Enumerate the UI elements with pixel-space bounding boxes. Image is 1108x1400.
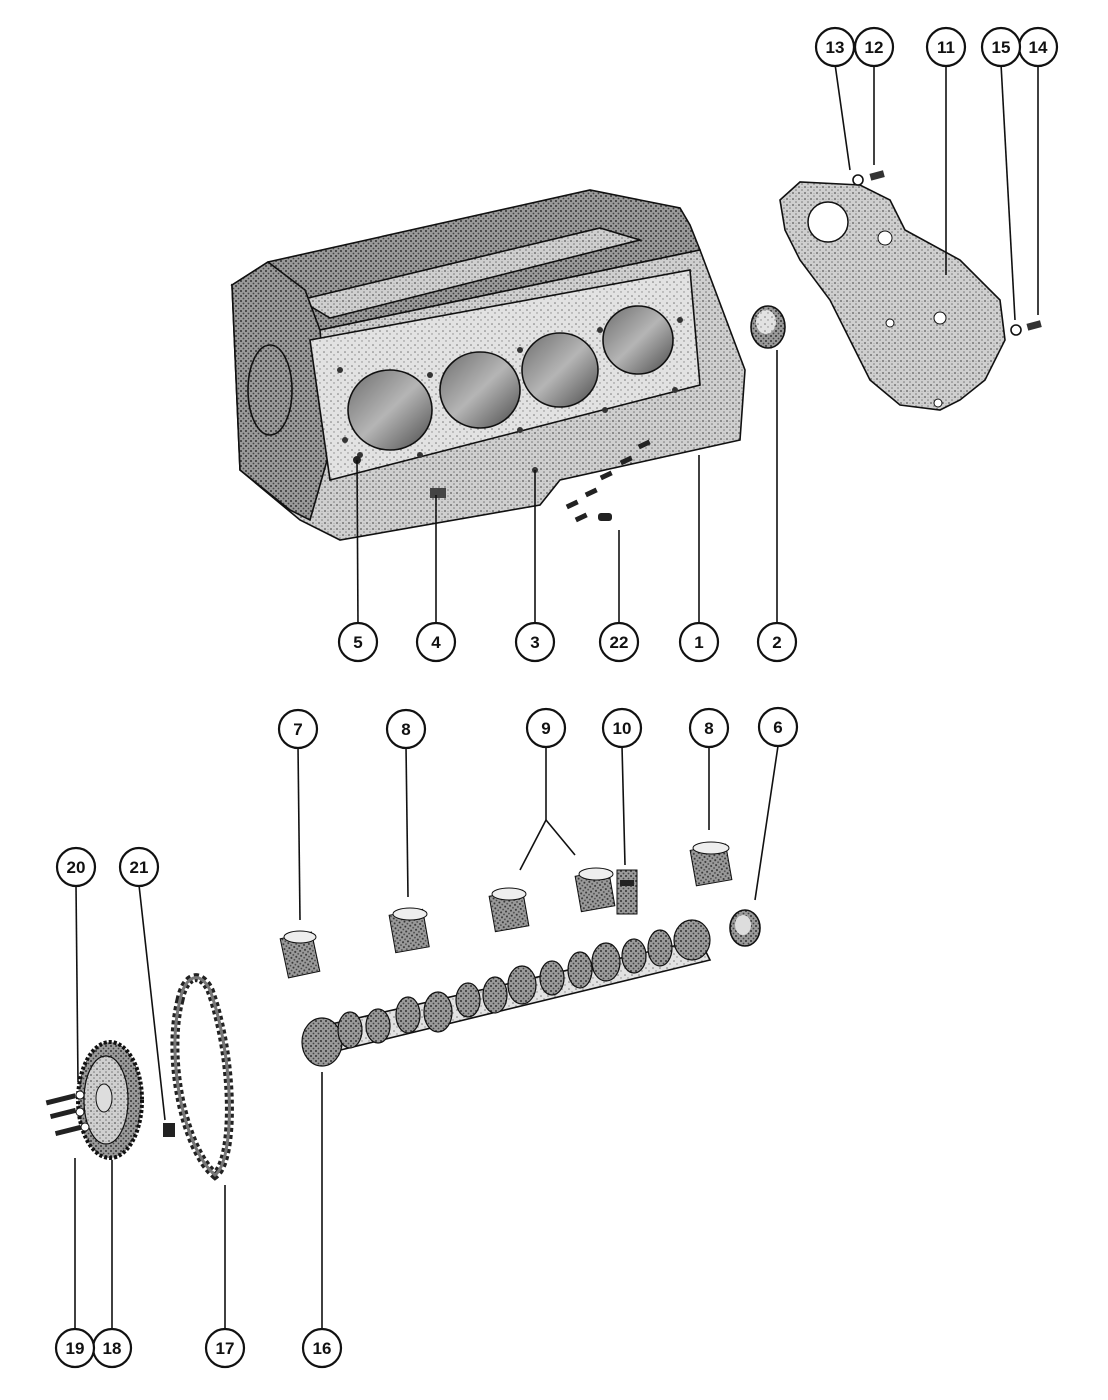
engine-block: [230, 189, 746, 541]
callout-5: 5: [337, 621, 379, 663]
sprocket-bolts: [45, 1090, 90, 1137]
callout-8-right-label: 8: [704, 719, 713, 738]
callout-10-label: 10: [613, 719, 632, 738]
callout-9-label: 9: [541, 719, 550, 738]
callout-2: 2: [756, 621, 798, 663]
camshaft-dowel: [163, 1123, 175, 1137]
callout-3-label: 3: [530, 633, 539, 652]
rear-plate-fasteners: [852, 170, 1042, 336]
callout-1-label: 1: [694, 633, 703, 652]
cam-bearing-2: [388, 907, 430, 954]
callout-7-label: 7: [293, 720, 302, 739]
timing-chain: [170, 973, 234, 1181]
callout-19: 19: [54, 1327, 96, 1369]
callout-17: 17: [204, 1327, 246, 1369]
callout-18: 18: [91, 1327, 133, 1369]
cam-bearings: [279, 841, 761, 979]
callout-13: 13: [814, 26, 856, 68]
callout-13-label: 13: [826, 38, 845, 57]
callout-8-right: 8: [688, 707, 730, 749]
callout-12: 12: [853, 26, 895, 68]
callout-1: 1: [678, 621, 720, 663]
callout-15: 15: [980, 26, 1022, 68]
cam-bearing-4: [574, 867, 616, 913]
callout-2-label: 2: [772, 633, 781, 652]
cam-bearing-3: [488, 887, 530, 933]
callout-20: 20: [55, 846, 97, 888]
callout-11-label: 11: [937, 38, 955, 57]
callout-15-label: 15: [992, 38, 1011, 57]
callout-21: 21: [118, 846, 160, 888]
callout-12-label: 12: [865, 38, 884, 57]
callout-14-label: 14: [1029, 38, 1048, 57]
camshaft-rear-plug: [729, 909, 761, 947]
camshaft: [301, 919, 712, 1067]
callout-8-left-label: 8: [401, 720, 410, 739]
cylinder-bores: [347, 305, 674, 451]
callout-6-label: 6: [773, 718, 782, 737]
cam-bearing-rear: [689, 841, 733, 887]
callout-5-label: 5: [353, 633, 362, 652]
callout-22: 22: [598, 621, 640, 663]
callout-9: 9: [525, 707, 567, 749]
leader-lines: [74, 63, 1039, 1330]
callout-4-label: 4: [431, 633, 441, 652]
oil-gallery-plugs: [565, 439, 651, 523]
callout-19-label: 19: [66, 1339, 85, 1358]
callout-16: 16: [301, 1327, 343, 1369]
callout-8-left: 8: [385, 708, 427, 750]
callout-11: 11: [925, 26, 967, 68]
cam-lifter: [616, 869, 638, 915]
callout-4: 4: [415, 621, 457, 663]
callout-6: 6: [757, 706, 799, 748]
camshaft-sprocket: [76, 1040, 144, 1160]
callout-10: 10: [601, 707, 643, 749]
expansion-plug: [750, 305, 786, 349]
callout-16-label: 16: [313, 1339, 332, 1358]
cam-bearing-front: [279, 930, 321, 979]
callout-18-label: 18: [103, 1339, 122, 1358]
engine-rear-plate: [779, 181, 1006, 411]
callout-14: 14: [1017, 26, 1059, 68]
callout-20-label: 20: [67, 858, 86, 877]
callout-22-label: 22: [610, 633, 629, 652]
callout-17-label: 17: [216, 1339, 235, 1358]
callout-7: 7: [277, 708, 319, 750]
callout-21-label: 21: [130, 858, 149, 877]
callout-3: 3: [514, 621, 556, 663]
